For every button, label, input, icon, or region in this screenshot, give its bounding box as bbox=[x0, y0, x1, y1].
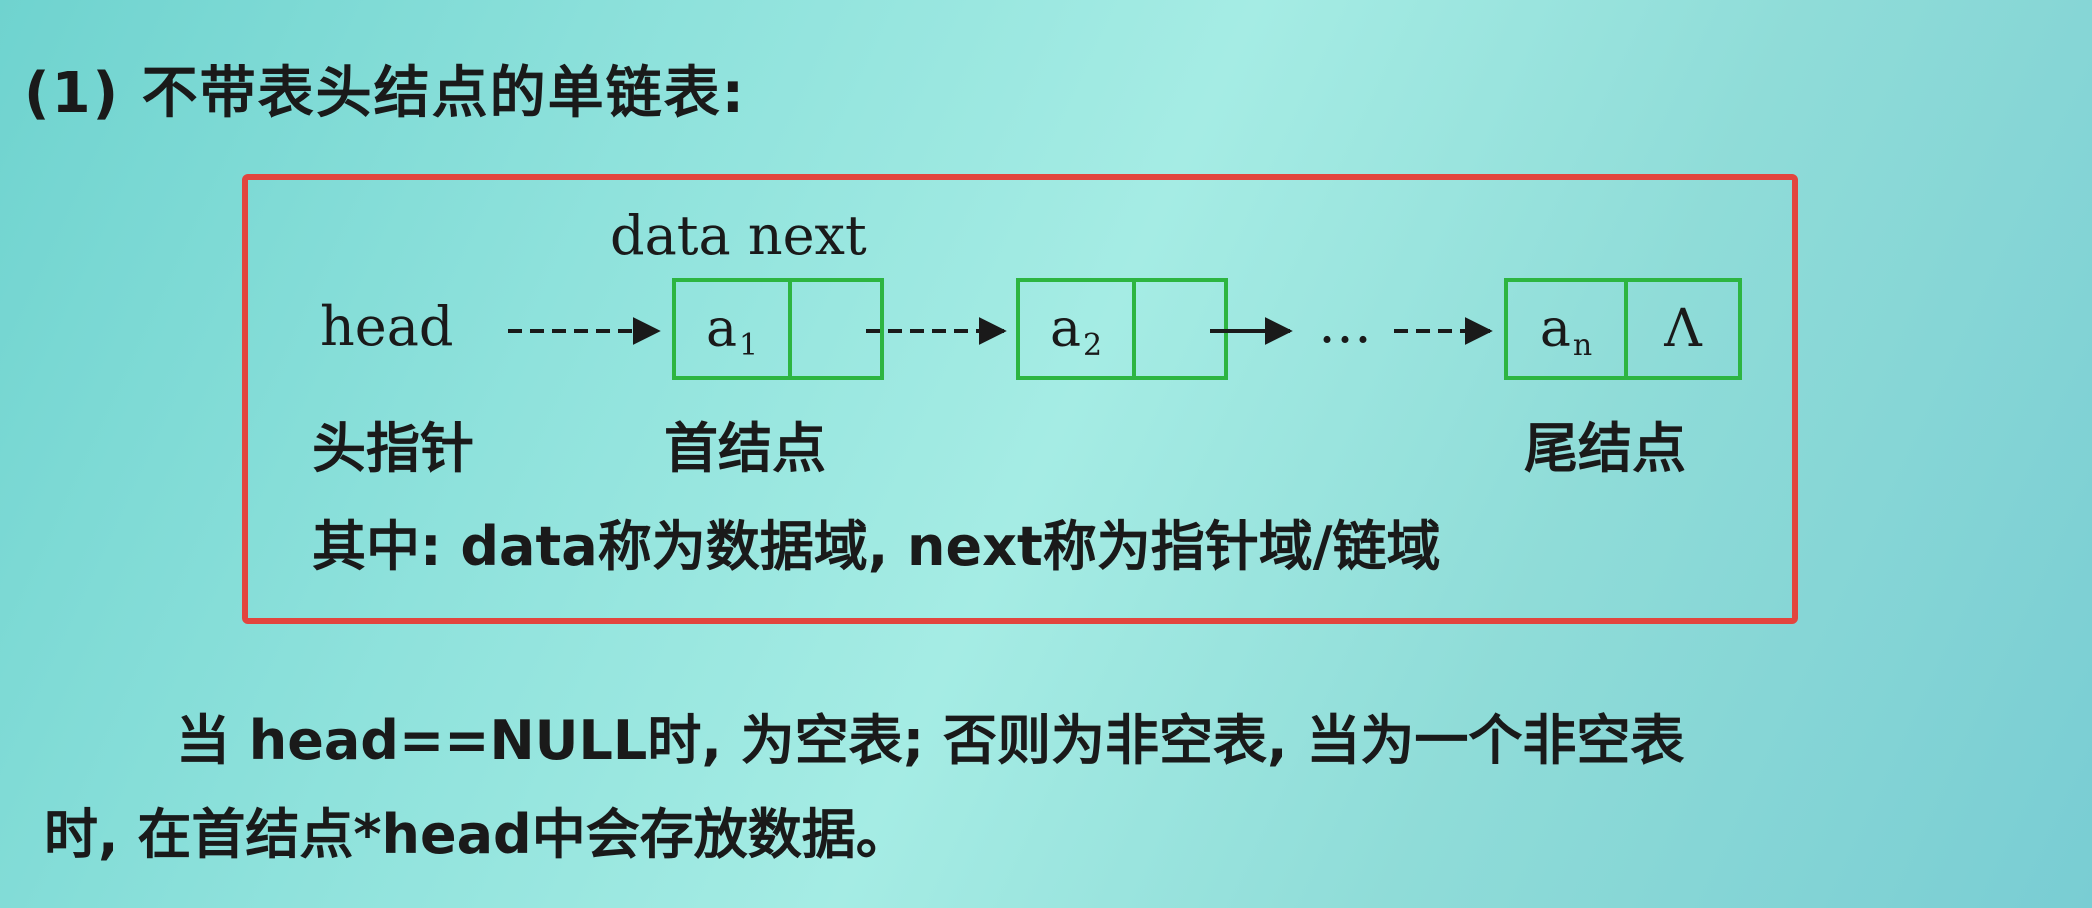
field-labels: data next bbox=[610, 204, 867, 267]
head-caption: 头指针 bbox=[312, 417, 474, 480]
paragraph-line-1: 当 head==NULL时, 为空表; 否则为非空表, 当为一个非空表 bbox=[176, 709, 1685, 772]
diagram-frame bbox=[242, 174, 1798, 624]
first-node-caption: 首结点 bbox=[664, 417, 826, 480]
tail-node-caption: 尾结点 bbox=[1524, 417, 1686, 480]
head-pointer-label: head bbox=[320, 295, 454, 358]
ellipsis-label: … bbox=[1318, 292, 1372, 355]
diagram-note: 其中: data称为数据域, next称为指针域/链域 bbox=[312, 515, 1441, 578]
paragraph-line-2: 时, 在首结点*head中会存放数据。 bbox=[44, 803, 910, 866]
node-tail-next-field: Λ bbox=[1664, 299, 1702, 359]
section-title: (1) 不带表头结点的单链表: bbox=[24, 61, 747, 126]
